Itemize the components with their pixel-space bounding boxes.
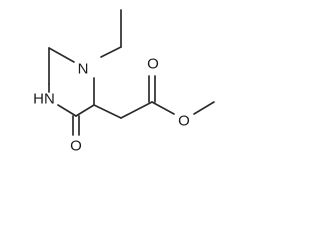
- ketone-double-bond: [72, 115, 80, 136]
- piperazinone-ring: [48, 47, 95, 117]
- ethyl-group: [100, 9, 122, 58]
- bond-oester-ch3: [193, 101, 215, 115]
- bond-n1-c6: [48, 47, 75, 63]
- ester-side-chain: [93, 101, 215, 119]
- bond-nh-c3: [57, 104, 77, 117]
- bond-c3-c2: [75, 104, 95, 117]
- bond-c2-ch2: [93, 104, 122, 119]
- atom-nh: HN: [33, 91, 55, 108]
- ester-double-bond: [148, 75, 156, 103]
- atom-n1: N: [78, 61, 89, 78]
- bond-ccarbonyl-oester: [151, 101, 175, 115]
- atom-o-carbonyl: O: [147, 56, 159, 73]
- bond-n1-ch2: [100, 46, 122, 58]
- structure-diagram: N HN O O O: [33, 9, 215, 155]
- bond-ch2-ccarbonyl: [120, 101, 153, 119]
- atom-o-ester: O: [178, 113, 190, 130]
- atom-o-ketone: O: [70, 138, 82, 155]
